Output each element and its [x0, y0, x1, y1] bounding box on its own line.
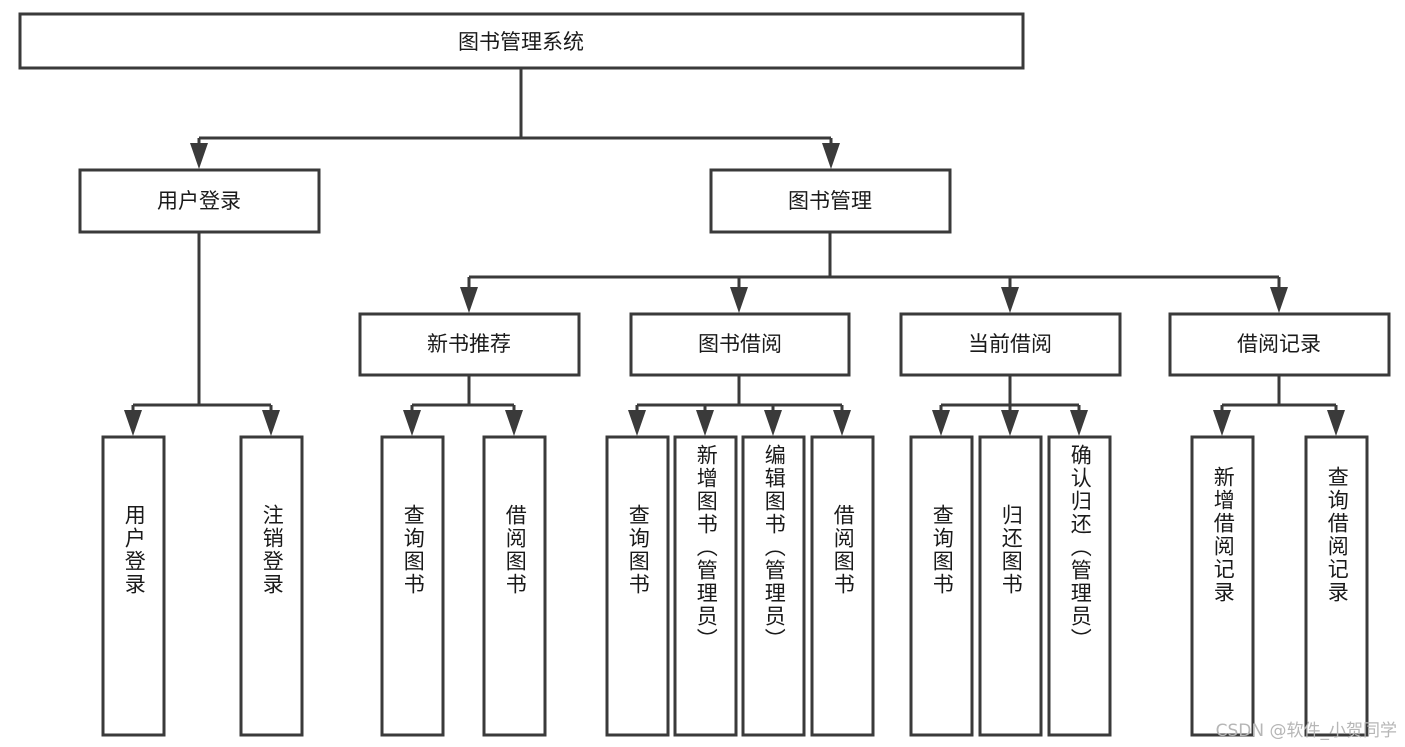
label-layer: 图书管理系统 用户登录 图书管理 新书推荐 图书借阅 当前借阅 借阅记录 — [157, 30, 1321, 356]
arrow-to-borrow — [730, 287, 748, 313]
arrow-to-leaf-logout — [262, 410, 280, 436]
leaf-record-query[interactable] — [1304, 435, 1369, 737]
label-root-system: 图书管理系统 — [458, 30, 584, 54]
node-layer — [18, 12, 1391, 737]
arrow-to-current-leaf-1 — [932, 410, 950, 436]
arrow-to-user-login — [190, 143, 208, 169]
arrow-to-record — [1270, 287, 1288, 313]
label-current-borrow: 当前借阅 — [968, 332, 1052, 356]
leaf-current-return-book[interactable] — [978, 435, 1043, 737]
arrow-to-recommend-leaf-2 — [505, 410, 523, 436]
arrow-to-current — [1001, 287, 1019, 313]
arrow-to-borrow-leaf-3 — [764, 410, 782, 436]
arrowhead-layer — [124, 143, 1345, 436]
leaf-recommend-borrow-book[interactable] — [482, 435, 547, 737]
leaf-borrow-lend-book[interactable] — [810, 435, 875, 737]
arrow-to-borrow-leaf-1 — [628, 410, 646, 436]
label-book-management: 图书管理 — [788, 189, 872, 213]
label-new-book-recommend: 新书推荐 — [427, 332, 511, 356]
connector-layer — [131, 69, 1338, 419]
leaf-current-search-book[interactable] — [909, 435, 974, 737]
connector-borrow-trunk — [635, 376, 844, 419]
leaf-record-add[interactable] — [1190, 435, 1255, 737]
arrow-to-borrow-leaf-4 — [833, 410, 851, 436]
arrow-to-borrow-leaf-2 — [696, 410, 714, 436]
connector-root-trunk — [197, 69, 833, 152]
label-user-login: 用户登录 — [157, 189, 241, 213]
node-current-borrow[interactable] — [899, 312, 1122, 377]
arrow-to-current-leaf-2 — [1001, 410, 1019, 436]
node-borrow-record[interactable] — [1168, 312, 1391, 377]
connector-recommend-trunk — [410, 376, 516, 419]
leaf-current-confirm-return[interactable] — [1047, 435, 1112, 737]
connector-book-mgmt-trunk — [467, 233, 1281, 296]
label-book-borrow: 图书借阅 — [698, 332, 782, 356]
label-borrow-record: 借阅记录 — [1237, 332, 1321, 356]
leaf-borrow-search-book[interactable] — [605, 435, 670, 737]
leaf-user-logout[interactable] — [239, 435, 304, 737]
arrow-to-recommend — [460, 287, 478, 313]
leaf-borrow-add-book[interactable] — [673, 435, 738, 737]
node-book-management[interactable] — [709, 168, 952, 234]
arrow-to-book-mgmt — [822, 143, 840, 169]
arrow-to-record-leaf-1 — [1213, 410, 1231, 436]
node-user-login[interactable] — [78, 168, 321, 234]
node-new-book-recommend[interactable] — [358, 312, 581, 377]
connector-record-trunk — [1220, 376, 1338, 419]
node-root-system[interactable] — [18, 12, 1025, 70]
arrow-to-leaf-user-login — [124, 410, 142, 436]
leaf-user-login-query[interactable] — [101, 435, 166, 737]
node-book-borrow[interactable] — [629, 312, 851, 377]
leaf-borrow-edit-book[interactable] — [741, 435, 806, 737]
arrow-to-recommend-leaf-1 — [403, 410, 421, 436]
arrow-to-record-leaf-2 — [1327, 410, 1345, 436]
connector-user-login-trunk — [131, 233, 273, 419]
leaf-recommend-search-book[interactable] — [380, 435, 445, 737]
arrow-to-current-leaf-3 — [1070, 410, 1088, 436]
